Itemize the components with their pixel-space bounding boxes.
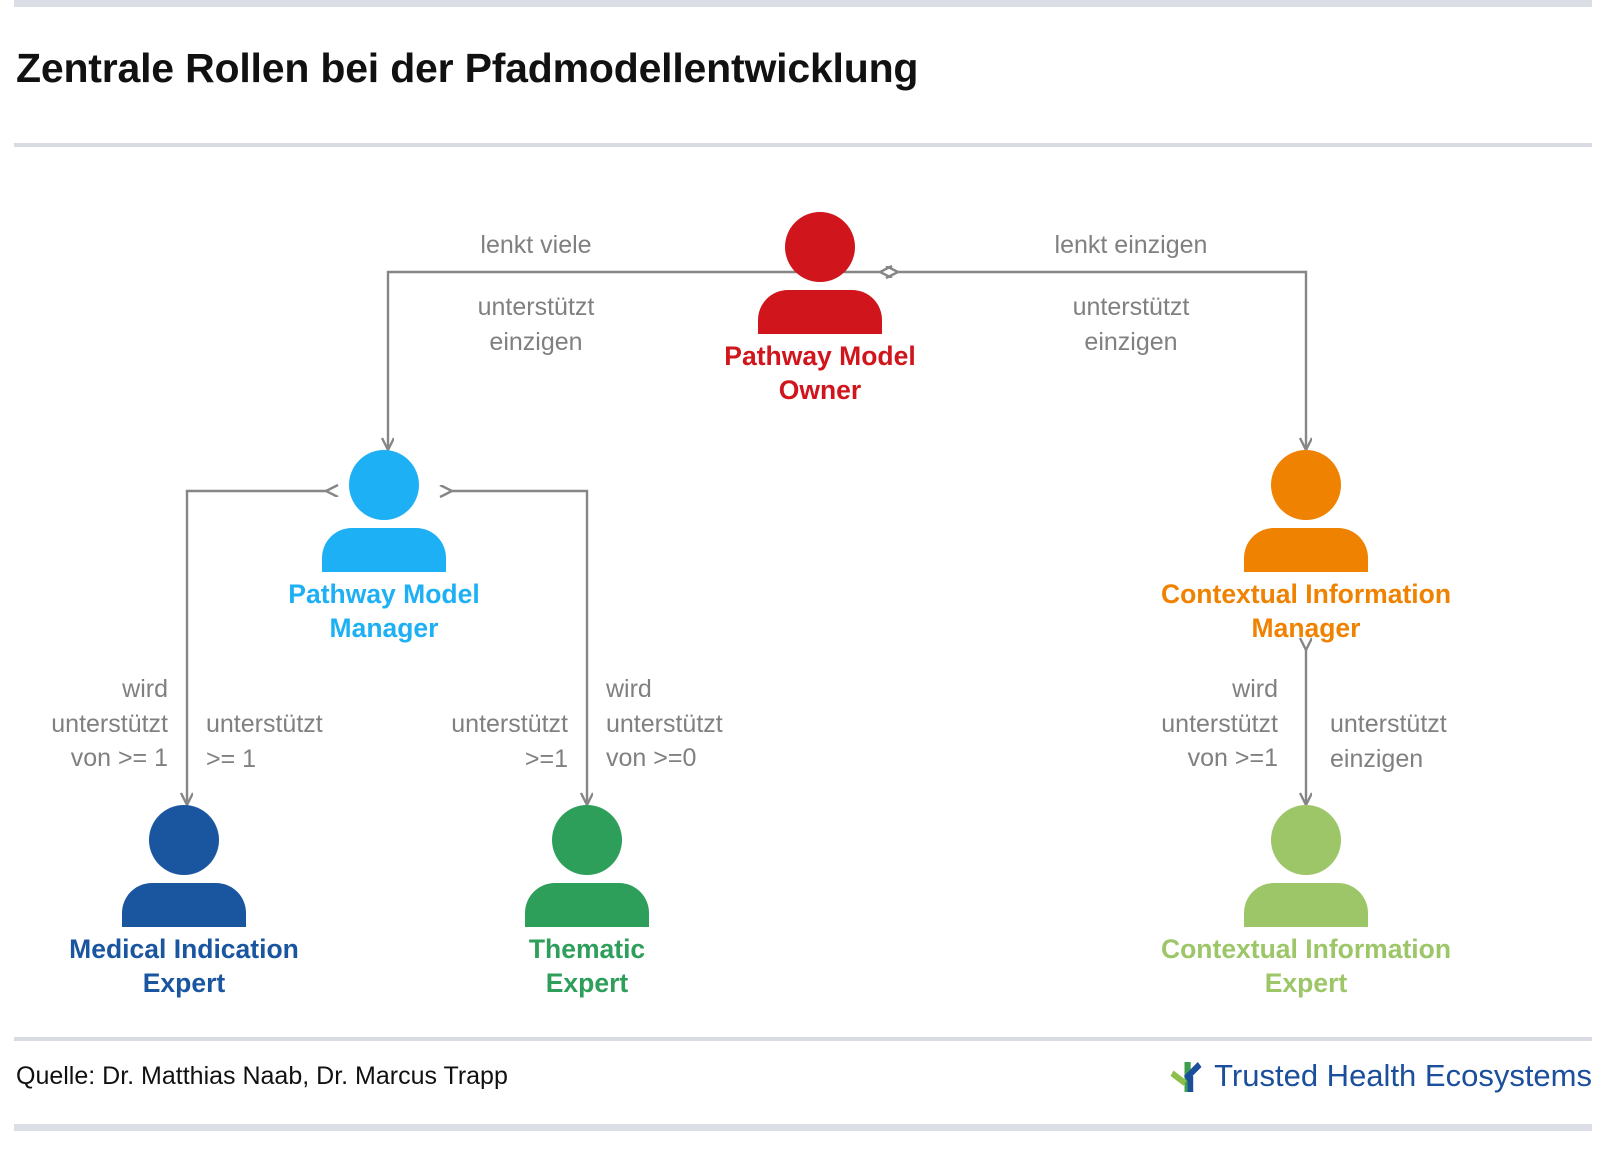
node-label: Contextual Information Manager [1136,578,1476,646]
person-body [122,883,246,927]
source-text: Quelle: Dr. Matthias Naab, Dr. Marcus Tr… [16,1062,508,1090]
person-head [349,450,419,520]
node-label: Pathway Model Owner [650,340,990,408]
connector-layer [0,150,1606,1030]
node-thematic-expert[interactable]: Thematic Expert [417,805,757,1001]
edge-owner-to-context-manager [898,272,1306,450]
person-body [1244,883,1368,927]
node-contextual-information-expert[interactable]: Contextual Information Expert [1136,805,1476,1001]
edge-label-context-expert-right: unterstützt einzigen [1330,710,1447,773]
person-icon [525,805,649,927]
node-label-line1: Pathway Model [288,579,480,609]
asterisk-icon [1170,1062,1202,1092]
node-label-line1: Contextual Information [1160,579,1452,609]
node-label-line2: Expert [545,967,629,998]
brand-logo: Trusted Health Ecosystems [1170,1058,1592,1094]
edge-label-thematic-expert-right: wird unterstützt von >=0 [606,675,723,772]
edge-label-medical-expert-right: unterstützt >= 1 [206,710,323,773]
bottom-rule [14,1124,1592,1131]
node-pathway-model-manager[interactable]: Pathway Model Manager [214,450,554,646]
person-icon [1244,450,1368,572]
edge-label-owner-context-manager-bottom: unterstützt einzigen [1072,293,1190,356]
edge-owner-to-manager [388,272,880,450]
node-label-line2: Expert [142,967,226,998]
edge-manager-to-thematic-expert [452,491,587,805]
person-head [785,212,855,282]
node-label: Contextual Information Expert [1136,933,1476,1001]
person-icon [122,805,246,927]
node-label-line2: Manager [329,612,439,643]
person-head [1271,450,1341,520]
top-rule [14,0,1592,7]
page-title: Zentrale Rollen bei der Pfadmodellentwic… [16,45,919,91]
person-body [322,528,446,572]
person-head [149,805,219,875]
title-divider [14,143,1592,147]
edge-manager-to-medical-expert [187,491,326,805]
node-label-line1: Thematic [528,934,646,964]
node-pathway-model-owner[interactable]: Pathway Model Owner [650,212,990,408]
person-icon [1244,805,1368,927]
node-label: Thematic Expert [417,933,757,1001]
node-label-line2: Manager [1251,612,1361,643]
node-label-line2: Expert [1264,967,1348,998]
node-label-line1: Medical Indication [69,934,299,964]
person-body [525,883,649,927]
edge-label-medical-expert-left: wird unterstützt von >= 1 [51,675,168,772]
node-label: Pathway Model Manager [214,578,554,646]
node-label-line1: Contextual Information [1160,934,1452,964]
edge-label-thematic-expert-left: unterstützt >=1 [451,710,568,773]
person-head [552,805,622,875]
node-contextual-information-manager[interactable]: Contextual Information Manager [1136,450,1476,646]
footer-divider [14,1037,1592,1041]
person-body [1244,528,1368,572]
node-label-line1: Pathway Model [724,341,916,371]
edge-label-owner-manager-bottom: unterstützt einzigen [477,293,595,356]
node-label: Medical Indication Expert [14,933,354,1001]
person-icon [758,212,882,334]
edge-label-context-expert-left: wird unterstützt von >=1 [1161,675,1278,772]
diagram-canvas: Pathway Model Owner Pathway Model Manage… [0,150,1606,1030]
person-head [1271,805,1341,875]
brand-logo-text: Trusted Health Ecosystems [1214,1058,1592,1093]
node-label-line2: Owner [778,374,862,405]
person-icon [322,450,446,572]
node-medical-indication-expert[interactable]: Medical Indication Expert [14,805,354,1001]
edge-label-owner-context-manager-top: lenkt einzigen [1054,231,1208,259]
edge-label-owner-manager-top: lenkt viele [480,231,592,259]
person-body [758,290,882,334]
